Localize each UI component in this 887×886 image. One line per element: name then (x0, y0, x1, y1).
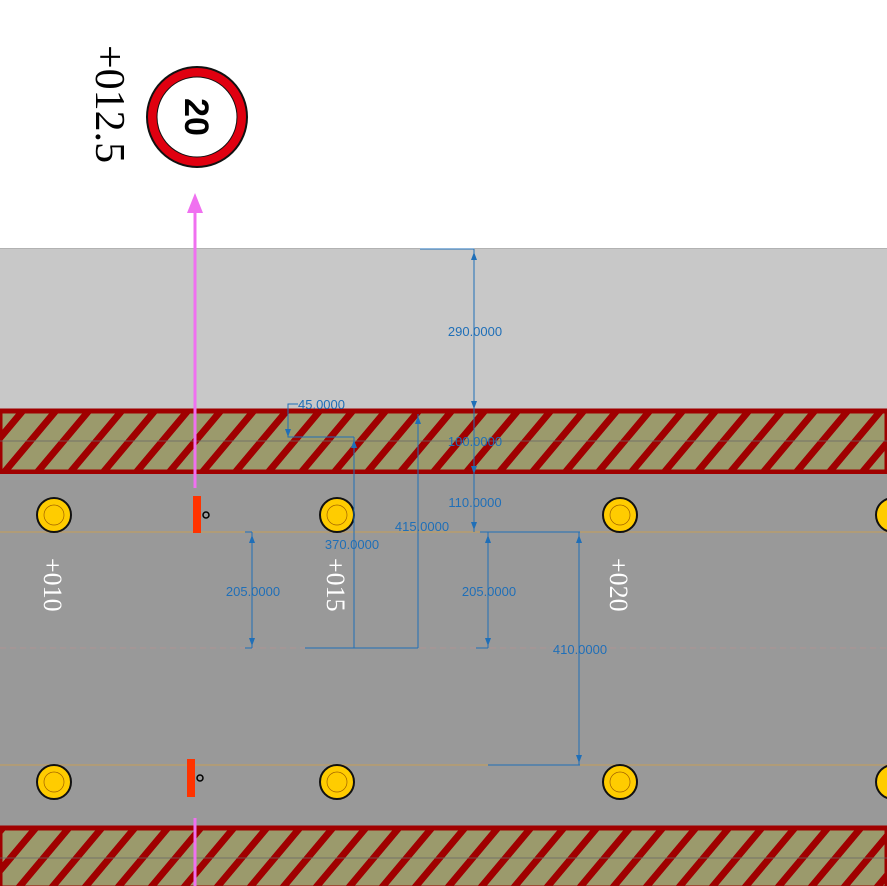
dimension-110: 110.0000 (448, 495, 501, 510)
dimension-370: 370.0000 (325, 537, 379, 552)
dimension-100: 100.0000 (448, 434, 502, 449)
chainage-label: +015 (321, 558, 350, 612)
road-studs (36, 497, 887, 800)
marker-dot-icon (196, 774, 204, 782)
dimensions: 290.0000 100.0000 110.0000 45.0000 370.0… (226, 248, 607, 766)
road-stud-icon (319, 497, 355, 533)
sign-post-marker (193, 496, 201, 533)
chainage-label: +020 (604, 558, 633, 612)
dimension-290: 290.0000 (448, 324, 502, 339)
marker-dot-icon (202, 511, 210, 519)
hatched-kerb-bottom (0, 825, 887, 886)
road-stud-icon (36, 497, 72, 533)
road-stud-icon (875, 765, 887, 799)
dimension-415: 415.0000 (395, 519, 449, 534)
road-stud-icon (602, 497, 638, 533)
dimension-205-left: 205.0000 (226, 584, 280, 599)
background (0, 0, 887, 249)
road-stud-icon (602, 764, 638, 800)
dimension-45: 45.0000 (298, 397, 345, 412)
verge (0, 249, 887, 411)
sign-chainage-label: +012.5 (86, 45, 132, 163)
dimension-410: 410.0000 (553, 642, 607, 657)
road-stud-icon (36, 764, 72, 800)
sign-post-marker (187, 759, 195, 797)
carriageway (0, 474, 887, 826)
hatched-kerb-top (0, 408, 887, 475)
speed-limit-value: 20 (177, 98, 215, 136)
speed-limit-sign-icon[interactable]: 20 (146, 66, 248, 168)
dimension-205-right: 205.0000 (462, 584, 516, 599)
chainage-label: +010 (38, 558, 67, 612)
road-stud-icon (319, 764, 355, 800)
road-stud-icon (875, 498, 887, 532)
sign-leader-arrow-icon (187, 193, 203, 488)
